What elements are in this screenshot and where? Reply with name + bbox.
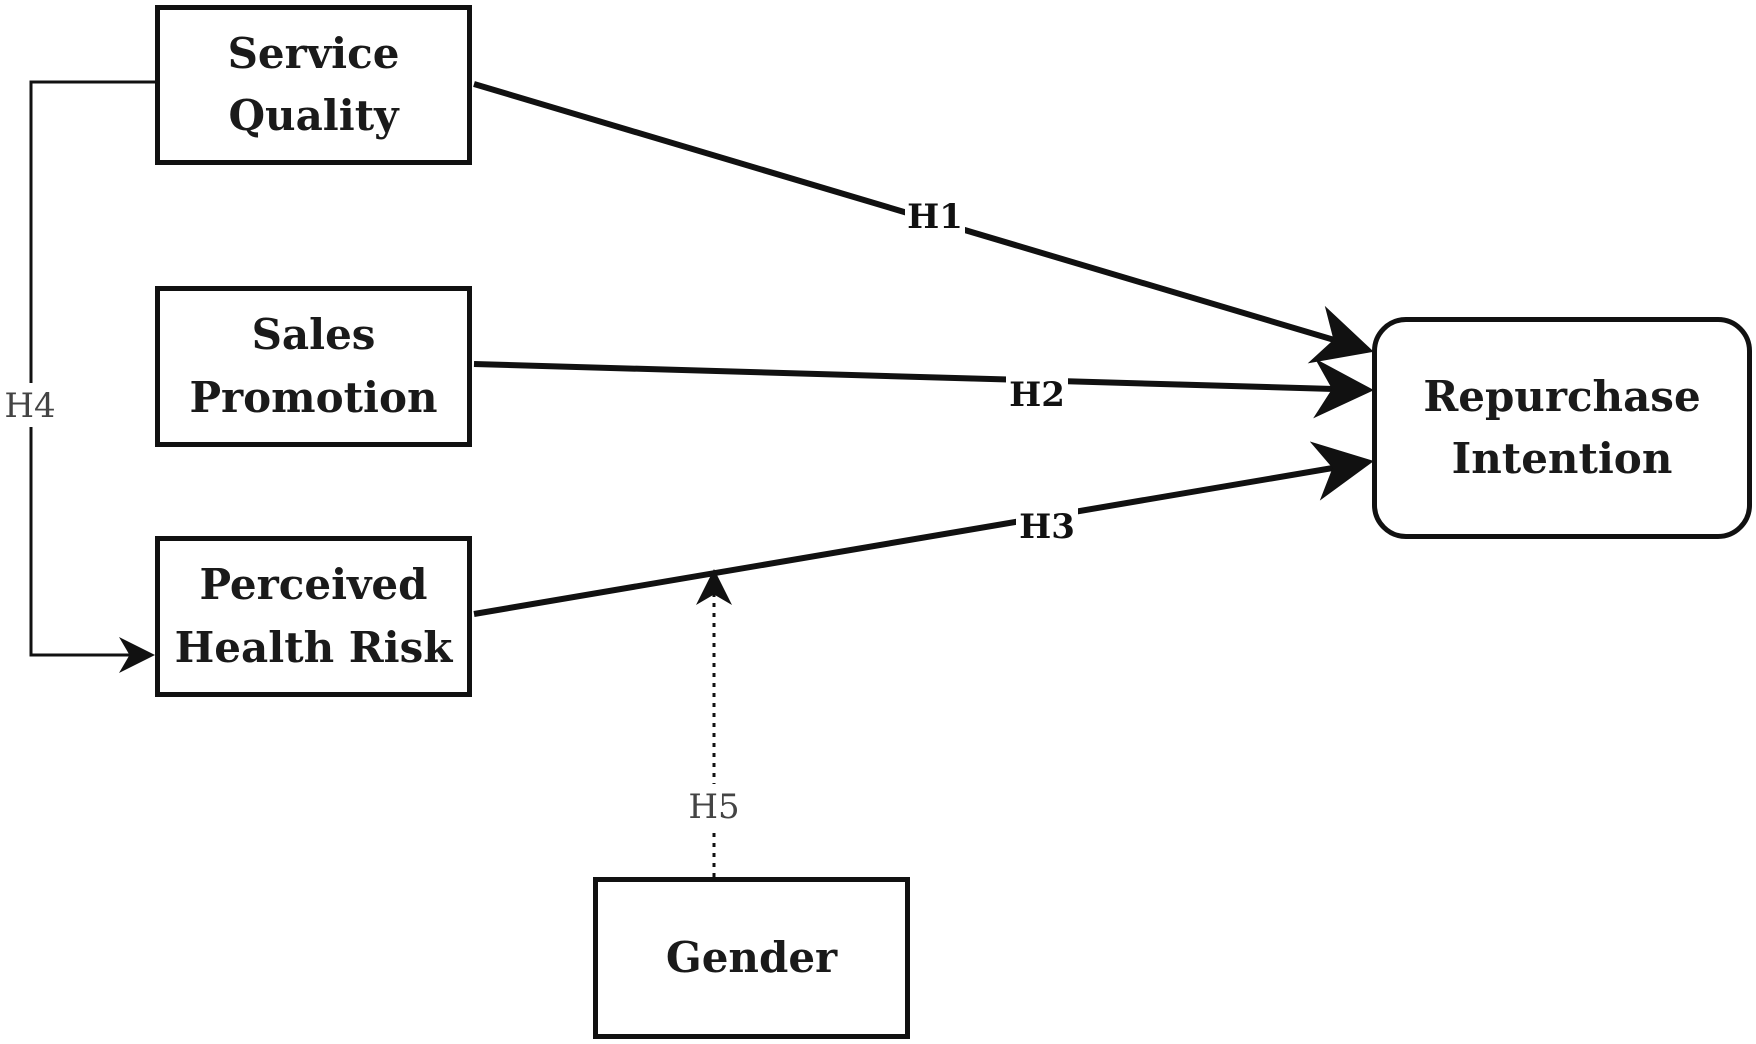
edge-h4-label-bg [2, 383, 60, 427]
edge-h2-label-bg [1006, 371, 1068, 415]
node-perceived-health-risk: Perceived Health Risk [155, 536, 472, 697]
edge-h5-label: H5 [688, 787, 739, 827]
edge-h3-label: H3 [1019, 507, 1075, 547]
node-repurchase-intention: Repurchase Intention [1372, 317, 1752, 539]
edge-h2-arrow [473, 358, 1374, 419]
node-sales-promotion: Sales Promotion [155, 286, 472, 447]
edge-h2-label: H2 [1009, 375, 1065, 415]
edge-h1-label: H1 [907, 197, 963, 237]
edge-h4-label: H4 [4, 386, 55, 426]
edge-h1-label-bg [905, 194, 965, 238]
node-gender: Gender [593, 877, 910, 1039]
edge-h3-arrow [473, 441, 1374, 617]
edge-h4-arrow [29, 80, 155, 673]
node-service-quality: Service Quality [155, 5, 472, 165]
edge-h5-label-bg [684, 784, 744, 828]
edge-h3-label-bg [1016, 503, 1078, 547]
